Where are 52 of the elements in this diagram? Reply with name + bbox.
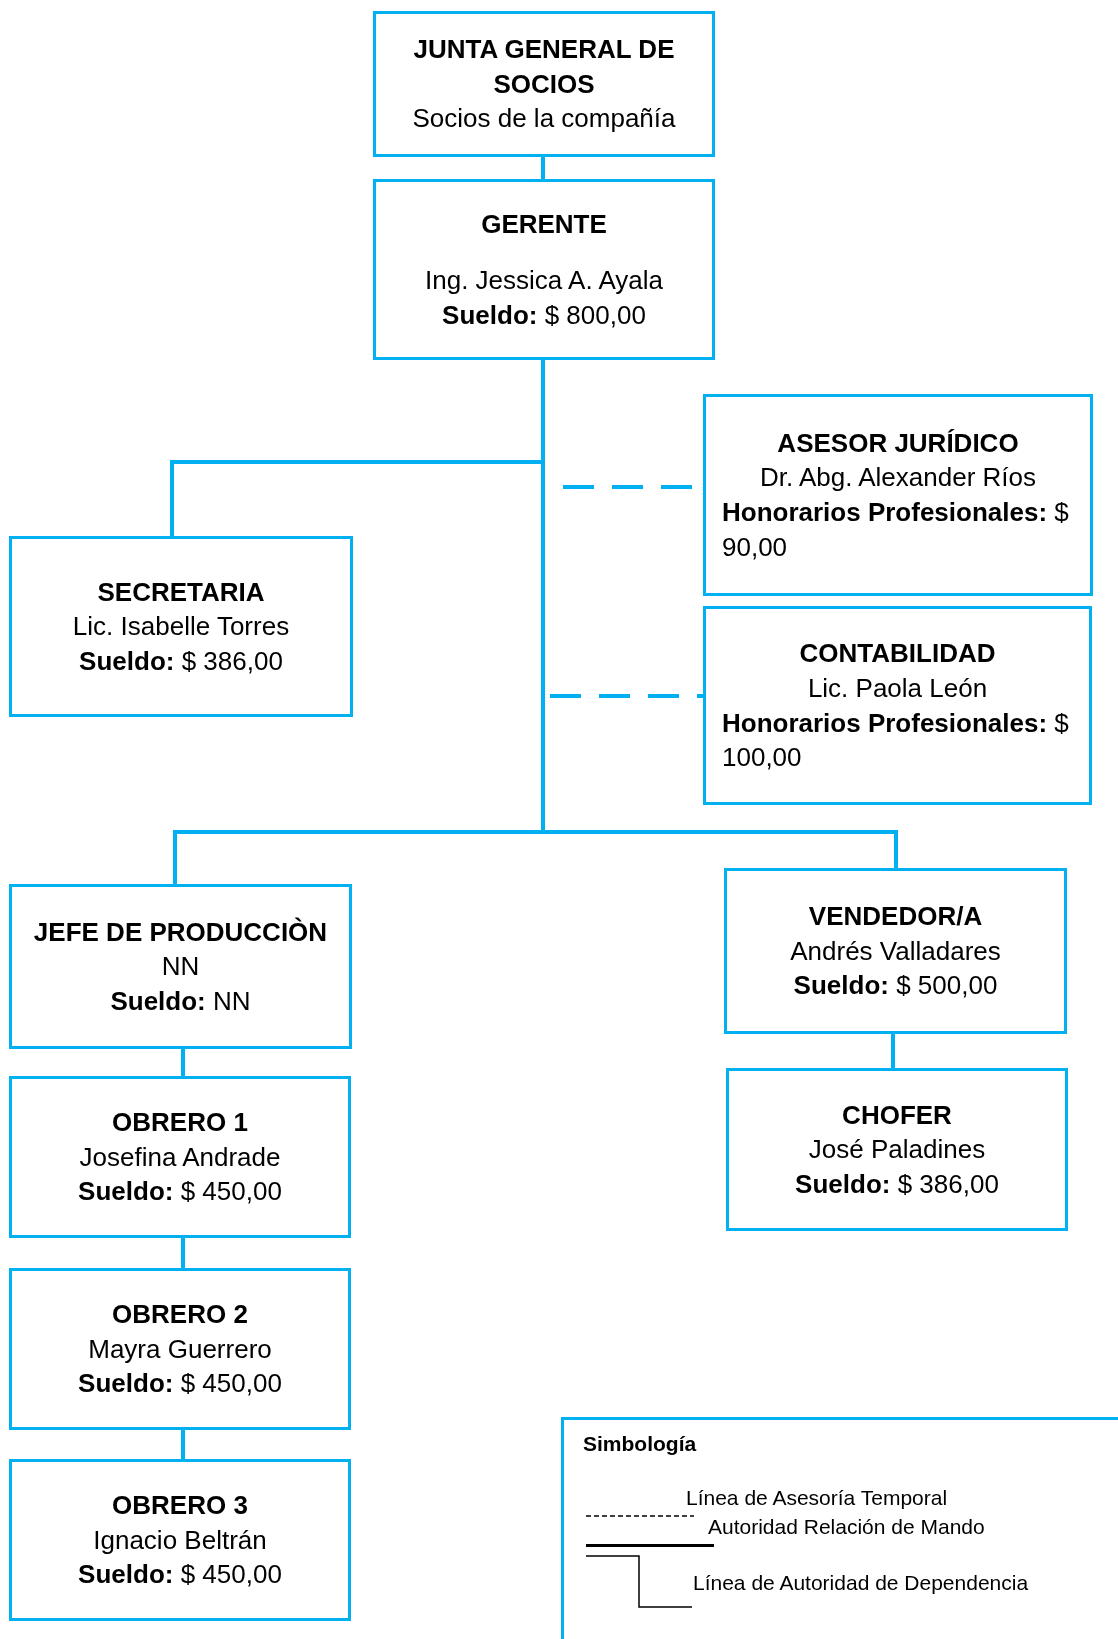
legend-text: Línea de Autoridad de Dependencia — [693, 1571, 1029, 1595]
legend-title: Simbología — [583, 1432, 697, 1456]
org-chart-box — [373, 11, 715, 157]
pay-text: Sueldo: NN — [109, 984, 252, 1018]
pay-text: Sueldo: $ 800,00 — [441, 298, 647, 332]
pay-text: Sueldo: $ 450,00 — [77, 1367, 283, 1401]
position-title: GERENTE — [480, 207, 608, 241]
pay-text: Honorarios Profesionales: $ 90,00 — [722, 496, 1070, 564]
position-title: OBRERO 1 — [111, 1106, 249, 1140]
position-title: OBRERO 2 — [111, 1298, 249, 1332]
org-chart-box — [373, 179, 715, 360]
legend-text: Autoridad Relación de Mando — [708, 1515, 985, 1539]
pay-text: Sueldo: $ 500,00 — [792, 969, 999, 1003]
person-name: NN — [160, 950, 201, 984]
person-name: Lic. Isabelle Torres — [71, 610, 291, 644]
pay-text: Sueldo: $ 386,00 — [78, 644, 284, 678]
position-title: OBRERO 3 — [111, 1489, 249, 1523]
org-chart-box — [703, 394, 1093, 596]
org-chart-box — [9, 1459, 351, 1621]
pay-text: Sueldo: $ 386,00 — [794, 1167, 1000, 1201]
person-name: Dr. Abg. Alexander Ríos — [758, 461, 1037, 495]
connector-line — [181, 1049, 185, 1076]
legend-text: Línea de Asesoría Temporal — [686, 1486, 948, 1510]
position-title: SECRETARIA — [96, 575, 266, 609]
person-name: Josefina Andrade — [78, 1140, 282, 1174]
connector-line — [891, 1034, 895, 1068]
position-title: VENDEDOR/A — [807, 900, 984, 934]
org-chart-box — [9, 1268, 351, 1430]
org-chart-box — [9, 536, 353, 717]
position-title: CHOFER — [841, 1098, 953, 1132]
person-name: Mayra Guerrero — [87, 1332, 273, 1366]
person-name: Ing. Jessica A. Ayala — [424, 264, 664, 298]
pay-text: Sueldo: $ 450,00 — [77, 1558, 283, 1592]
org-chart-box — [726, 1068, 1068, 1231]
pay-text: Honorarios Profesionales: $ 100,00 — [722, 706, 1070, 775]
position-title: JEFE DE PRODUCCIÒN — [32, 915, 329, 949]
position-title: CONTABILIDAD — [798, 637, 997, 671]
position-title: JUNTA GENERAL DE SOCIOS — [412, 33, 676, 101]
org-chart-box — [724, 868, 1067, 1034]
connector-line — [541, 157, 545, 179]
person-name: Ignacio Beltrán — [92, 1523, 268, 1557]
position-title: ASESOR JURÍDICO — [776, 426, 1020, 460]
org-chart-box — [703, 606, 1092, 805]
person-name: Andrés Valladares — [789, 934, 1002, 968]
person-name: Lic. Paola León — [806, 671, 989, 705]
org-chart-box — [9, 1076, 351, 1238]
org-chart-box — [9, 884, 352, 1049]
person-name: Socios de la compañía — [411, 102, 677, 136]
pay-text: Sueldo: $ 450,00 — [77, 1175, 283, 1209]
connector-line — [181, 1430, 185, 1459]
person-name: José Paladines — [807, 1133, 987, 1167]
connector-line — [181, 1238, 185, 1268]
